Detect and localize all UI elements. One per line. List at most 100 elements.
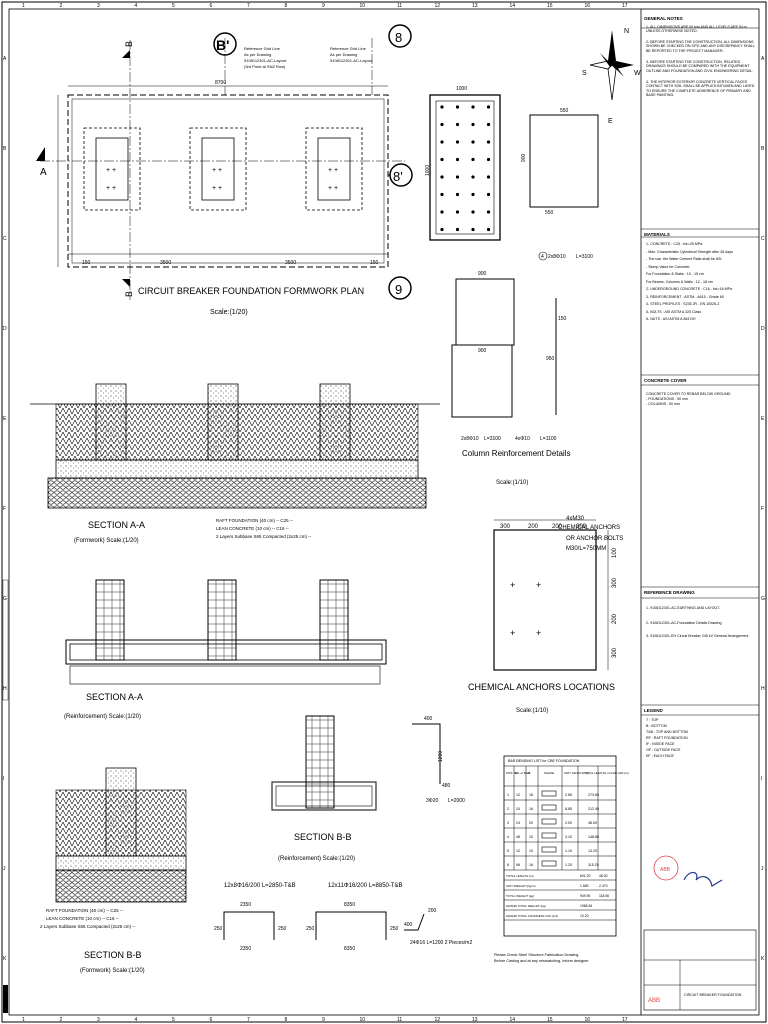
svg-text:250: 250	[390, 926, 399, 932]
schedule-cell: 12	[516, 793, 520, 797]
row-letter-left: C	[3, 236, 7, 242]
svg-text:L=2000: L=2000	[448, 798, 465, 804]
schedule-total-value: 118.56	[599, 894, 609, 898]
svg-text:250: 250	[278, 926, 287, 932]
rebar-dot	[471, 227, 475, 232]
rebar-dot	[486, 140, 491, 144]
col-bar4-l: L=3100	[576, 254, 593, 260]
svg-text:S: S	[582, 70, 587, 77]
column-number-top: 15	[547, 3, 553, 9]
sec-bb-form-title: SECTION B-B	[84, 950, 142, 960]
column-number-top: 3	[97, 3, 100, 9]
plan-dim-b2: 3500	[160, 260, 171, 266]
bar-shape-icon	[541, 804, 557, 811]
schedule-cell: 2.85	[565, 793, 572, 797]
anchor-dim-top: 200	[528, 524, 539, 530]
svg-text:400: 400	[424, 716, 433, 722]
col-dim-900b: 900	[478, 348, 487, 354]
cover-line-3: - COLUMNS : 50 mm	[646, 402, 681, 406]
anchor-dim-side: 300	[612, 647, 618, 658]
row-letter-left: J	[3, 866, 6, 872]
svg-text:M30/L=750MM: M30/L=750MM	[566, 546, 606, 552]
reference-line-1: 1- 9108112301-AC-EARTHING AND LAYOUT.	[646, 606, 720, 610]
sec-aa-form-subtitle: (Formwork) Scale:(1/20)	[74, 538, 139, 544]
column-reinforcement: 1000 1000 2x8Φ10 L=3100 550 550 900 4 90…	[425, 28, 641, 486]
schedule-total-label: GRAND TOTAL CONCRETE C25 (m3)	[506, 914, 558, 918]
svg-text:24Φ16 L=1200 2 Pieces/m2: 24Φ16 L=1200 2 Pieces/m2	[410, 940, 472, 946]
schedule-cell: 48.00	[588, 821, 597, 825]
svg-text:Before Casting and at any mism: Before Casting and at any mismatching, i…	[494, 959, 589, 963]
rebar-dot	[471, 122, 475, 127]
row-letter-left: I	[3, 776, 4, 782]
section-mark-b-top: B	[124, 41, 134, 47]
rebar-dot	[440, 157, 444, 162]
schedule-cell: 10	[529, 849, 533, 853]
schedule-cell: 115.20	[588, 863, 599, 867]
svg-text:+ +: + +	[328, 167, 338, 174]
row-letter-left: B	[3, 146, 7, 152]
schedule-header: No. of Bars	[515, 771, 531, 775]
column-number-top: 11	[397, 3, 402, 9]
schedule-cell: 212.40	[588, 807, 599, 811]
svg-text:+: +	[510, 580, 515, 590]
sec-aa-reinf-title: SECTION A-A	[86, 692, 143, 702]
schedule-total-label: TOTAL LENGTH (m)	[506, 874, 534, 878]
rebar-dot	[486, 192, 491, 197]
general-notes-title: GENERAL NOTES	[644, 16, 683, 21]
schedule-cell: 16	[529, 863, 533, 867]
schedule-total-value: 2.470	[599, 884, 608, 888]
schedule-cell: 24	[516, 807, 520, 811]
column-number-top: 8	[285, 3, 288, 9]
schedule-cell: 8.85	[565, 807, 572, 811]
row-letter-right: F	[761, 506, 764, 512]
column-number-bottom: 14	[510, 1017, 516, 1023]
svg-text:+: +	[510, 628, 515, 638]
rebar-dot	[455, 122, 460, 127]
svg-text:+ +: + +	[328, 185, 338, 192]
schedule-cell: 148.80	[588, 835, 599, 839]
schedule-cell: 16	[529, 793, 533, 797]
schedule-cell: 4	[507, 835, 509, 839]
section-mark-b-bottom: B	[124, 291, 134, 297]
svg-text:8350: 8350	[344, 902, 355, 908]
general-note-4: 4- THE INTERIOR EXTERIOR CONCRETE VERTIC…	[646, 80, 755, 98]
sec-bb-form-subtitle: (Formwork) Scale:(1/20)	[80, 968, 145, 974]
anchor-dim-side: 100	[612, 547, 618, 558]
row-letter-right: D	[761, 326, 765, 332]
svg-text:2350: 2350	[240, 902, 251, 908]
schedule-cell: 13.20	[588, 849, 597, 853]
rebar-dot	[440, 175, 444, 179]
schedule-cell: 20	[529, 821, 533, 825]
column-number-bottom: 3	[97, 1017, 100, 1023]
svg-text:+ +: + +	[106, 167, 116, 174]
svg-text:BAR BENDING LIST for CBE FOUND: BAR BENDING LIST for CBE FOUNDATION	[508, 759, 580, 763]
plan-dim-b4: 150	[370, 260, 379, 266]
schedule-header: SHAPE	[544, 771, 554, 775]
svg-text:E: E	[608, 118, 613, 125]
material-line: For Beams, Columns & Walls : 12 - 18 cm	[646, 279, 713, 284]
info-panel: GENERAL NOTES 1- ALL DIMENSIONS ARE IN m…	[644, 16, 757, 1006]
svg-text:+: +	[536, 580, 541, 590]
svg-text:12x11Φ16/200 L=8850-T&B: 12x11Φ16/200 L=8850-T&B	[328, 883, 403, 889]
legend-line: T : TOP	[646, 718, 659, 722]
column-number-bottom: 13	[472, 1017, 478, 1023]
column-number-bottom: 8	[285, 1017, 288, 1023]
sec-aa-form-title: SECTION A-A	[88, 520, 145, 530]
svg-text:+ +: + +	[212, 167, 222, 174]
col-bar5-l: L=1100	[540, 436, 557, 442]
material-line: 3- REINFORCEMENT : ASTM - A615 - Grade 6…	[646, 294, 724, 299]
cover-line-1: CONCRETE COVER TO REBAR BELOW GROUND:	[646, 392, 732, 396]
sec-bb-reinf-subtitle: (Reinforcement) Scale:(1/20)	[278, 856, 355, 862]
svg-text:CHEMICAL ANCHORS: CHEMICAL ANCHORS	[558, 525, 620, 531]
column-number-bottom: 5	[172, 1017, 175, 1023]
column-number-top: 1	[22, 3, 25, 9]
grid-bubble-9: 9	[395, 282, 402, 297]
column-number-bottom: 15	[547, 1017, 553, 1023]
rebar-dot	[471, 210, 475, 214]
svg-text:OR ANCHOR BOLTS: OR ANCHOR BOLTS	[566, 536, 623, 542]
rebar-dot	[440, 105, 444, 109]
schedule-total-value: 48.00	[599, 874, 608, 878]
schedule-cell: 1	[507, 793, 509, 797]
